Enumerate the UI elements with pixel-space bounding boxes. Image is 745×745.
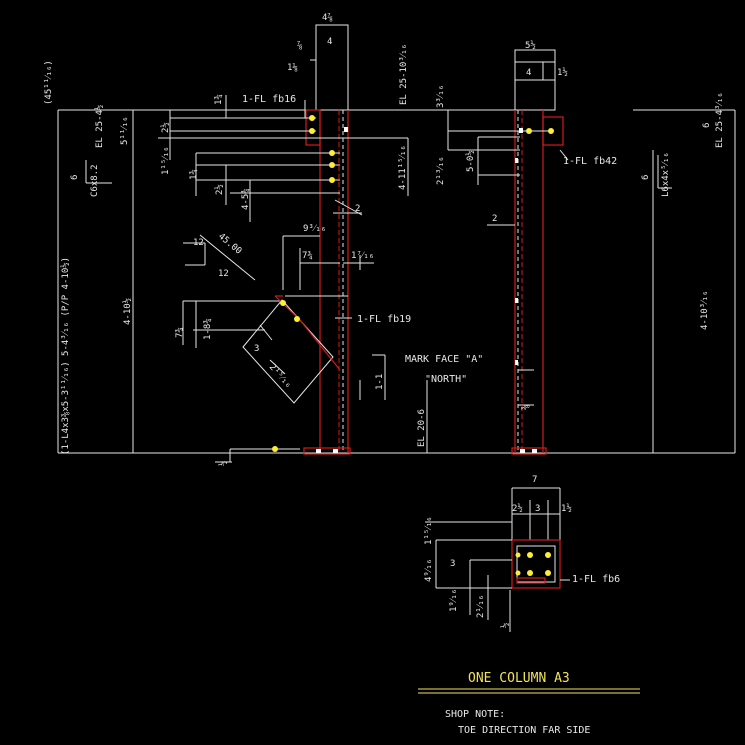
detail-4-9-16: 4⁹⁄₁₆	[424, 559, 434, 582]
dim-overall-left: 4⅞	[322, 13, 333, 23]
dim-gap-a: ⅞	[297, 41, 302, 51]
shop-note-label: SHOP NOTE:	[445, 709, 505, 720]
dim-7-3-4b: 7¾	[175, 327, 185, 338]
callout-fb16: 1-FL fb16	[242, 94, 296, 105]
dim-4-10-3-16: 4-10³⁄₁₆	[700, 291, 710, 330]
dim-5-11-16: 5¹¹⁄₁₆	[120, 116, 130, 145]
dim-flange-left: 4	[327, 37, 332, 47]
dim-2-15-16: 2¹⁵⁄₁₆	[267, 362, 294, 390]
dim-gap-right: 1½	[557, 67, 568, 78]
frame-lines	[57, 109, 736, 454]
title-block: ONE COLUMN A3 SHOP NOTE: TOE DIRECTION F…	[418, 671, 640, 736]
mark-face: MARK FACE "A"	[405, 354, 483, 365]
callout-fb6: 1-FL fb6	[572, 574, 620, 585]
elevation-left-top: EL 25-4½	[94, 105, 105, 148]
detail-overall: 7	[532, 475, 537, 485]
dim-1-3-4b: 1¾	[189, 169, 199, 180]
channel-size: C6x8.2	[90, 164, 100, 197]
mark-direction: "NORTH"	[425, 374, 467, 385]
right-dimension-labels: 3³⁄₁₆ 2¹³⁄₁₆ 5-0½ 2 4-10³⁄₁₆ ⅜	[436, 85, 710, 410]
angle-right-depth-2: 6	[702, 123, 712, 128]
dim-1-1: 1-1	[375, 374, 385, 390]
dim-1-2-bottom: ½	[218, 461, 229, 466]
channel-depth: 6	[70, 175, 80, 180]
slope-run: 12	[218, 269, 229, 279]
brace-angle: 45.00	[216, 232, 243, 257]
detail-3b: 3	[450, 559, 455, 569]
detail-1-15-16: 1¹⁵⁄₁₆	[424, 516, 434, 545]
brace-dimension-labels: 12 12 45.00 9³⁄₁₆ 7¾ 1⁷⁄₁₆ 7¾ 1-8¾ 3 2¹⁵…	[175, 224, 385, 466]
angle-right-size: L6x4x⁵⁄₁₆	[661, 152, 671, 197]
dim-1-15-16: 1¹⁵⁄₁₆	[161, 146, 171, 175]
dim-3-3-16: 3³⁄₁₆	[436, 85, 446, 108]
dim-7-3-4: 7¾	[302, 251, 313, 261]
bolt-dots	[272, 115, 554, 452]
dim-2-1-2b: 2½	[214, 184, 225, 195]
brace-leg-3: 3	[254, 344, 259, 354]
elevation-mid-top: EL 25-10³⁄₁₆	[399, 44, 409, 105]
callout-labels: 1-FL fb16 1-FL fb42 1-FL fb19 MARK FACE …	[242, 94, 617, 385]
dim-1-7-16: 1⁷⁄₁₆	[351, 251, 374, 261]
dim-4-10-1-2: 4-10½	[122, 298, 133, 325]
elevation-right-top: EL 25-4³⁄₁₆	[715, 92, 725, 148]
detail-2-1-2: 2½	[512, 503, 523, 514]
drawing-title: ONE COLUMN A3	[468, 671, 570, 686]
dim-2-right: 2	[492, 214, 497, 224]
column-marks	[316, 127, 537, 453]
detail-1-9-16: 1⁹⁄₁₆	[449, 589, 459, 612]
callout-fb19: 1-FL fb19	[357, 314, 411, 325]
dim-1-8-3-4: 1-8¾	[203, 318, 213, 340]
brace-note: (1-L4x3⅜x5-3¹¹⁄₁₆) 5-4³⁄₁₆ (P/P 4-10½)	[60, 257, 71, 455]
dim-4-5-3-4: 4-5¾	[241, 188, 251, 210]
callout-fb42: 1-FL fb42	[563, 156, 617, 167]
diagonal-brace	[242, 295, 341, 404]
dim-2-1-2: 2½	[160, 122, 171, 133]
slope-rise: 12	[193, 238, 204, 248]
detail-1-1-2: 1½	[561, 503, 572, 514]
elevation-left-vertical: (45¹¹⁄₁₆)	[44, 60, 54, 105]
dimension-lines	[85, 95, 672, 463]
angle-right-depth: 6	[641, 175, 651, 180]
top-dimension-labels: 4⅞ 4 ⅞ 1⅛ 5½ 4 1½	[287, 13, 568, 78]
dim-4-11-15: 4-11¹⁵⁄₁₆	[398, 145, 408, 190]
dim-2-13-16: 2¹³⁄₁₆	[436, 156, 446, 185]
dim-1-3-4a: 1¾	[214, 94, 224, 105]
elevation-labels: EL 25-4½ EL 25-10³⁄₁₆ EL 25-4³⁄₁₆ EL 20-…	[44, 44, 725, 447]
dim-overall-right: 5½	[525, 40, 536, 51]
detail-2-1-16: 2¹⁄₁₆	[476, 595, 486, 618]
right-column	[511, 49, 564, 455]
detail-view: 7 2½ 3 1½ 1¹⁵⁄₁₆ 4⁹⁄₁₆ 3 1⁹⁄₁₆ 2¹⁄₁₆ ½ 1…	[424, 475, 620, 632]
detail-3: 3	[535, 504, 540, 514]
dim-flange-right: 4	[526, 68, 531, 78]
dim-gap-b: 1⅛	[287, 63, 298, 73]
left-column	[303, 24, 351, 455]
dim-3-8: ⅜	[521, 405, 531, 410]
member-labels: 6 C6x8.2 6 L6x4x⁵⁄₁₆ 6 (1-L4x3⅜x5-3¹¹⁄₁₆…	[60, 123, 712, 455]
detail-1-2: ½	[500, 623, 511, 628]
left-dimension-labels: 5¹¹⁄₁₆ 1¾ 2½ 1¹⁵⁄₁₆ 1¾ 2½ 4-5¾ 4-11¹⁵⁄₁₆…	[120, 94, 408, 325]
dim-2-left: 2	[355, 204, 360, 214]
elevation-bottom: EL 20-6	[417, 409, 427, 447]
dim-5-0-1-2: 5-0½	[465, 150, 476, 172]
shop-note-text: TOE DIRECTION FAR SIDE	[458, 725, 590, 736]
dim-9-3-16: 9³⁄₁₆	[303, 224, 326, 234]
